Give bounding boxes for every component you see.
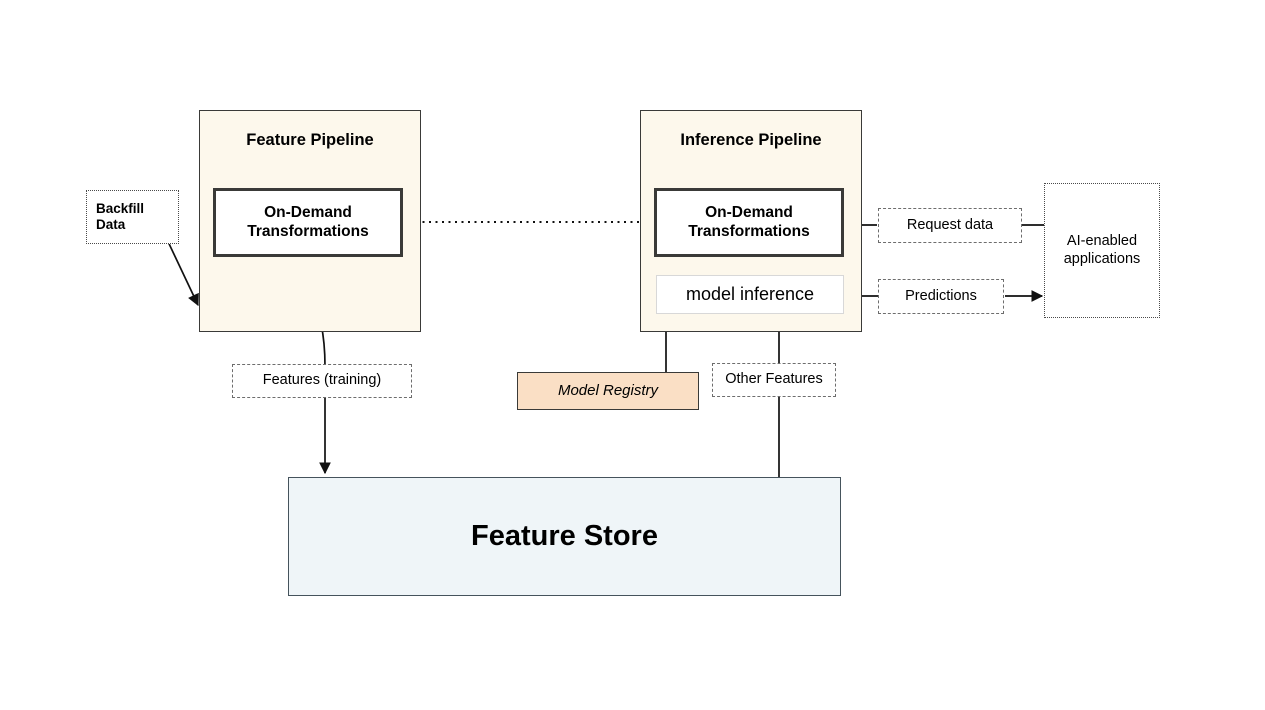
backfill-data-box[interactable]: Backfill Data — [86, 190, 179, 244]
on-demand-transformations-feature-line1: On-Demand — [264, 204, 352, 222]
on-demand-transformations-inference-label: On-Demand Transformations — [688, 204, 809, 241]
model-inference-box[interactable]: model inference — [656, 275, 844, 314]
ai-enabled-applications-label: AI-enabled applications — [1064, 233, 1141, 267]
model-registry-box[interactable]: Model Registry — [517, 372, 699, 410]
other-features-label: Other Features — [725, 371, 823, 388]
request-data-label: Request data — [906, 216, 994, 233]
predictions-label: Predictions — [905, 287, 977, 304]
on-demand-transformations-feature[interactable]: On-Demand Transformations — [213, 188, 403, 257]
ai-enabled-applications-box[interactable]: AI-enabled applications — [1044, 183, 1160, 318]
backfill-data-line2: Data — [96, 217, 126, 232]
model-inference-label: model inference — [685, 283, 815, 304]
inference-pipeline-title: Inference Pipeline — [680, 131, 822, 149]
model-registry-label: Model Registry — [557, 382, 659, 400]
features-training-label: Features (training) — [262, 372, 382, 389]
backfill-data-line1: Backfill — [96, 201, 145, 217]
on-demand-transformations-inference-line1: On-Demand — [705, 204, 793, 222]
ai-enabled-applications-line2: applications — [1063, 250, 1141, 267]
feature-store-box[interactable]: Feature Store — [288, 477, 841, 596]
predictions-box[interactable]: Predictions — [878, 279, 1004, 314]
on-demand-transformations-inference-line2: Transformations — [688, 222, 810, 240]
other-features-box[interactable]: Other Features — [712, 363, 836, 397]
feature-store-label: Feature Store — [471, 520, 658, 553]
request-data-box[interactable]: Request data — [878, 208, 1022, 243]
feature-pipeline-title: Feature Pipeline — [246, 131, 374, 149]
on-demand-transformations-feature-label: On-Demand Transformations — [247, 204, 368, 241]
ai-enabled-applications-line1: AI-enabled — [1066, 233, 1138, 250]
on-demand-transformations-feature-line2: Transformations — [247, 222, 369, 240]
backfill-data-label: Backfill Data — [96, 201, 144, 233]
features-training-box[interactable]: Features (training) — [232, 364, 412, 398]
on-demand-transformations-inference[interactable]: On-Demand Transformations — [654, 188, 844, 257]
